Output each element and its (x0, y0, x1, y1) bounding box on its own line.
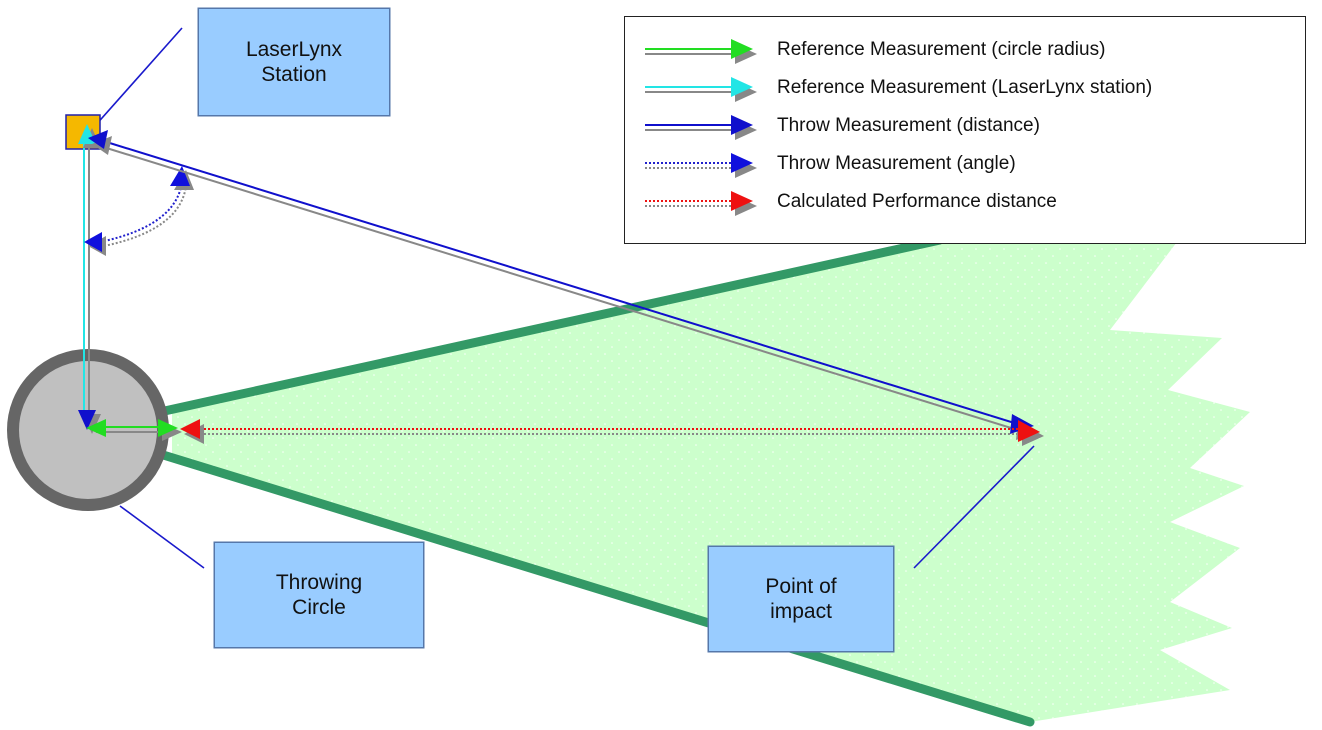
station-label: LaserLynx Station (198, 8, 390, 116)
landing-sector-texture (172, 238, 1250, 722)
radius-arrowhead-right (158, 419, 178, 437)
legend-item-circle-radius: Reference Measurement (circle radius) (645, 35, 1105, 65)
legend-swatch-performance (645, 191, 757, 216)
performance-arrowhead-right (1018, 420, 1040, 442)
throw-distance-line (99, 139, 1025, 427)
legend-swatch-station (645, 77, 757, 102)
legend-swatch-throw-distance (645, 115, 757, 140)
legend-label: Reference Measurement (LaserLynx station… (777, 77, 1153, 98)
performance-arrowhead-left (180, 419, 200, 439)
circle-label: Throwing Circle (214, 542, 424, 648)
legend-swatch-throw-angle (645, 153, 757, 178)
radius-arrowhead-left (86, 419, 106, 437)
impact-label: Point of impact (708, 546, 894, 652)
angle-arrowhead-left (84, 232, 102, 252)
throw-distance-arrowhead-station (88, 130, 108, 149)
legend-item-station: Reference Measurement (LaserLynx station… (645, 73, 1152, 103)
throw-distance-shadow (99, 145, 1025, 433)
legend-item-throw-distance: Throw Measurement (distance) (645, 111, 1040, 141)
legend-item-throw-angle: Throw Measurement (angle) (645, 149, 1016, 179)
legend-item-performance: Calculated Performance distance (645, 187, 1057, 217)
sector-line-top (155, 235, 945, 417)
legend-label: Calculated Performance distance (777, 191, 1057, 212)
legend-label: Reference Measurement (circle radius) (777, 39, 1106, 60)
angle-arc (99, 181, 183, 243)
impact-callout-line (913, 445, 1035, 569)
legend-label: Throw Measurement (angle) (777, 153, 1016, 174)
legend-swatch-circle-radius (645, 39, 757, 64)
sector-line-bottom (155, 449, 1035, 727)
angle-arrowhead-top (170, 166, 190, 186)
legend: Reference Measurement (circle radius) Re… (624, 16, 1306, 244)
legend-label: Throw Measurement (distance) (777, 115, 1040, 136)
station-callout-line (85, 27, 183, 137)
circle-callout-line (119, 505, 205, 569)
circle-center-arrowhead (78, 410, 96, 430)
